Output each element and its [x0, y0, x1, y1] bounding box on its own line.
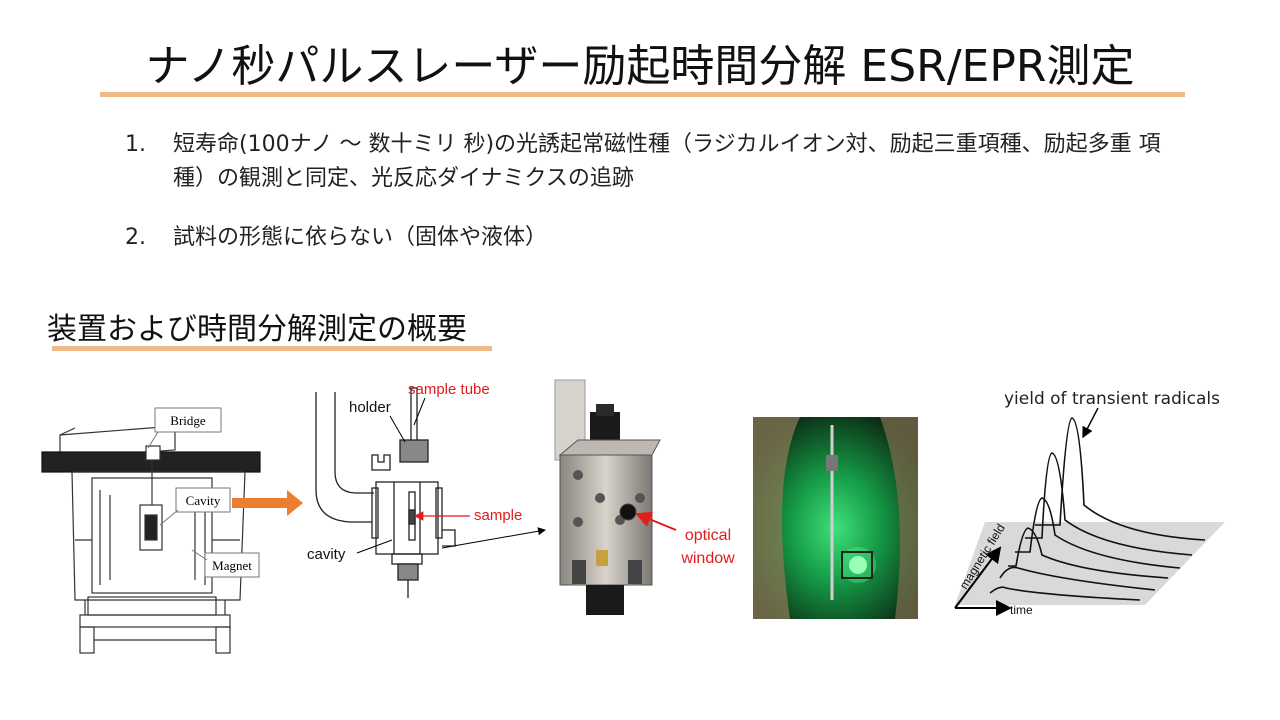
esr-apparatus-drawing [41, 425, 261, 654]
cavity-diagram-labels: sample tube holder sample cavity [307, 381, 546, 563]
transient-waterfall-plot: yield of transient radicals magnetic fie… [954, 389, 1225, 617]
section-subtitle: 装置および時間分解測定の概要 [47, 312, 467, 347]
plot-annotation: yield of transient radicals [1004, 389, 1220, 409]
label-holder: holder [349, 399, 391, 416]
x-axis-label: time [1010, 603, 1033, 617]
label-optical: optical [685, 527, 731, 544]
apparatus-callouts: Bridge Cavity Magnet [147, 407, 260, 578]
list-item: 2. 試料の形態に依らない（固体や液体） [125, 221, 1185, 255]
list-text: 短寿命(100ナノ 〜 数十ミリ 秒)の光誘起常磁性種（ラジカルイオン対、励起三… [173, 132, 1161, 191]
label-sample: sample [474, 507, 522, 524]
orange-arrow-icon [232, 490, 303, 516]
field-axis [954, 546, 1002, 609]
laser-photo [753, 417, 918, 619]
slide-title: ナノ秒パルスレーザー励起時間分解 ESR/EPR測定 [145, 41, 1135, 92]
label-bridge: Bridge [170, 413, 206, 428]
list-number: 1. [125, 132, 146, 157]
title-underline [100, 92, 1185, 97]
list-number: 2. [125, 225, 146, 250]
label-magnet: Magnet [212, 558, 252, 573]
list-text: 試料の形態に依らない（固体や液体） [173, 225, 548, 250]
label-sample-tube: sample tube [408, 381, 490, 398]
label-window: window [680, 550, 735, 567]
point-list: 1. 短寿命(100ナノ 〜 数十ミリ 秒)の光誘起常磁性種（ラジカルイオン対、… [125, 128, 1185, 255]
list-item: 1. 短寿命(100ナノ 〜 数十ミリ 秒)の光誘起常磁性種（ラジカルイオン対、… [125, 128, 1185, 196]
label-cavity-diagram: cavity [307, 546, 346, 563]
cavity-photo [554, 379, 661, 615]
subtitle-underline [52, 346, 492, 351]
cavity-cross-section [315, 387, 456, 598]
cavity-photo-labels: optical window [635, 511, 735, 567]
label-cavity: Cavity [186, 493, 221, 508]
